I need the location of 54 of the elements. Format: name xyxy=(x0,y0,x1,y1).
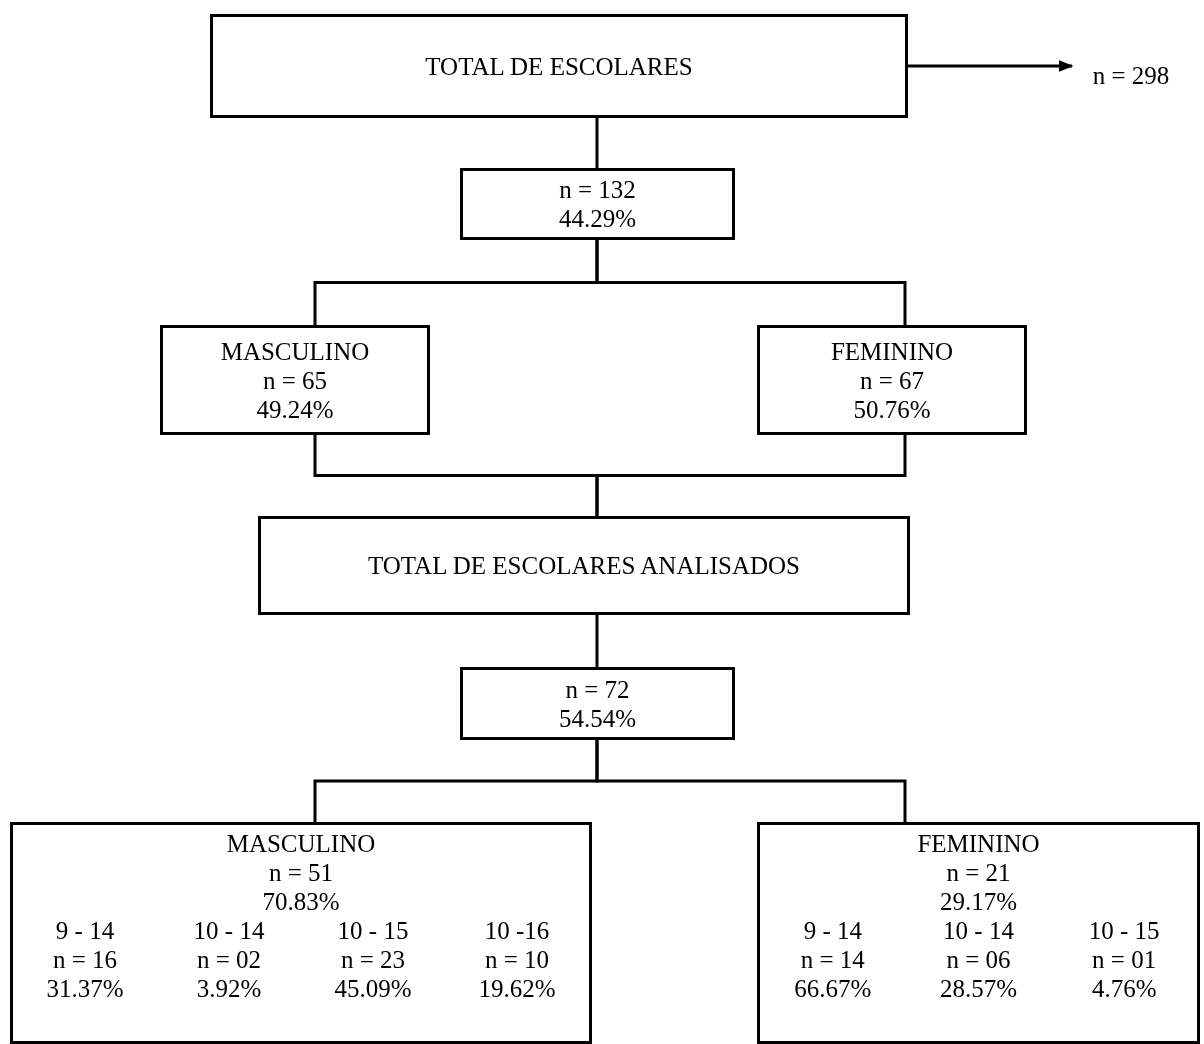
table-cell: n = 06 xyxy=(946,945,1011,974)
connector-line xyxy=(595,615,599,667)
table-cell: 9 - 14 xyxy=(803,916,862,945)
box-text: TOTAL DE ESCOLARES ANALISADOS xyxy=(367,551,800,580)
count-label: n = 298 xyxy=(1092,60,1170,90)
table-cell: 10 -16 xyxy=(484,916,550,945)
box-text: n = 21 xyxy=(946,858,1011,887)
arrow xyxy=(908,60,1074,72)
table-cell: 3.92% xyxy=(196,974,262,1003)
box-text: n = 51 xyxy=(268,858,334,887)
table-cell: 31.37% xyxy=(46,974,124,1003)
process-box xyxy=(210,14,908,118)
box-text: n = 65 xyxy=(262,365,328,395)
box-text: n = 132 xyxy=(559,175,636,204)
process-box xyxy=(258,516,910,615)
box-text: 70.83% xyxy=(262,887,340,916)
table-cell: 10 - 15 xyxy=(337,916,409,945)
table-cell: 9 - 14 xyxy=(55,916,115,945)
process-box xyxy=(160,325,430,435)
box-text: 50.76% xyxy=(853,394,931,424)
process-box xyxy=(757,822,1200,1044)
box-text: TOTAL DE ESCOLARES xyxy=(425,51,693,81)
box-text: 44.29% xyxy=(558,204,637,233)
box-text: MASCULINO xyxy=(220,336,370,366)
table-cell: n = 10 xyxy=(484,945,550,974)
process-box xyxy=(757,325,1027,435)
box-text: FEMININO xyxy=(830,336,954,366)
box-text: 29.17% xyxy=(939,887,1018,916)
table-cell: 45.09% xyxy=(334,974,412,1003)
table-cell: 28.57% xyxy=(939,974,1018,1003)
table-cell: 10 - 15 xyxy=(1088,916,1160,945)
box-text: FEMININO xyxy=(917,829,1040,858)
connector-line xyxy=(595,740,907,822)
process-box xyxy=(10,822,592,1044)
box-text: MASCULINO xyxy=(226,829,376,858)
process-box xyxy=(460,168,735,240)
connector-line xyxy=(595,435,907,516)
table-cell: 19.62% xyxy=(478,974,556,1003)
table-cell: n = 14 xyxy=(800,945,865,974)
process-box xyxy=(460,667,735,740)
table-cell: n = 01 xyxy=(1092,945,1157,974)
table-cell: n = 16 xyxy=(52,945,118,974)
table-cell: n = 23 xyxy=(340,945,406,974)
table-cell: 10 - 14 xyxy=(943,916,1014,945)
connector-line xyxy=(595,240,907,325)
connector-line xyxy=(595,118,599,168)
table-cell: 4.76% xyxy=(1091,974,1157,1003)
table-cell: n = 02 xyxy=(196,945,262,974)
table-cell: 66.67% xyxy=(794,974,872,1003)
table-cell: 10 - 14 xyxy=(193,916,265,945)
box-text: n = 72 xyxy=(565,674,630,704)
box-text: n = 67 xyxy=(859,365,925,395)
box-text: 54.54% xyxy=(558,703,637,733)
box-text: 49.24% xyxy=(256,394,334,424)
